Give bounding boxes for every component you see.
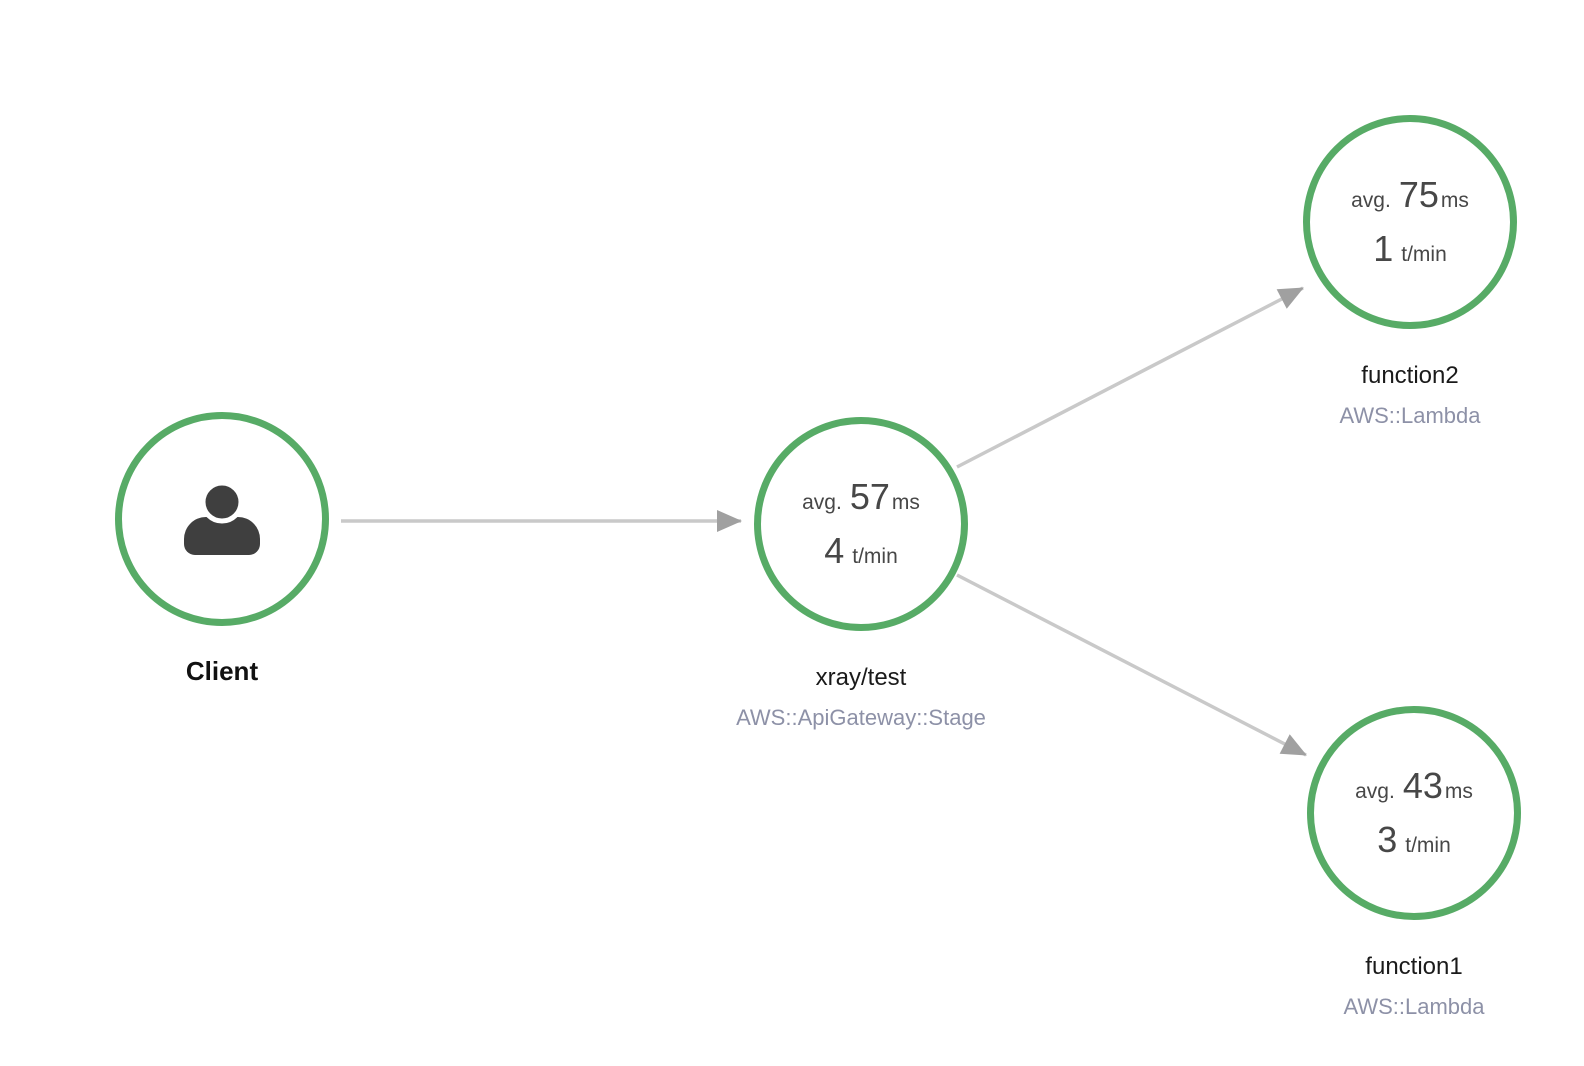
node-circle[interactable]: avg. 57 ms 4 t/min [754,417,968,631]
rate-unit: t/min [1405,834,1451,857]
avg-prefix: avg. [802,491,842,514]
avg-unit: ms [1440,189,1469,212]
rate-value: 1 [1373,228,1394,269]
node-type-label: AWS::Lambda [1343,994,1485,1019]
node-xray-test[interactable]: avg. 57 ms 4 t/min xray/test AWS::ApiGat… [691,417,1031,732]
person-icon [184,483,260,555]
rate-value: 4 [824,530,845,571]
avg-latency-stat: avg. 75 ms [1351,177,1469,213]
avg-prefix: avg. [1355,780,1395,803]
node-type-label: AWS::Lambda [1339,403,1481,428]
node-function1[interactable]: avg. 43 ms 3 t/min function1 AWS::Lambda [1244,706,1584,1021]
avg-unit: ms [1444,780,1473,803]
node-label: function1 [1365,953,1463,980]
avg-value: 75 [1398,174,1439,215]
trace-rate-stat: 1 t/min [1373,231,1447,267]
node-client[interactable]: Client [52,412,392,686]
trace-rate-stat: 3 t/min [1377,822,1451,858]
edge-xray-test-to-function1[interactable] [956,573,1307,757]
avg-latency-stat: avg. 57 ms [802,479,920,515]
avg-unit: ms [891,491,920,514]
avg-latency-stat: avg. 43 ms [1355,768,1473,804]
rate-value: 3 [1377,819,1398,860]
avg-value: 57 [849,476,890,517]
avg-prefix: avg. [1351,189,1391,212]
avg-value: 43 [1402,765,1443,806]
node-function2[interactable]: avg. 75 ms 1 t/min function2 AWS::Lambda [1240,115,1580,430]
trace-rate-stat: 4 t/min [824,533,898,569]
edge-xray-test-to-function2[interactable] [956,286,1304,469]
node-type-label: AWS::ApiGateway::Stage [736,705,986,730]
node-label: function2 [1361,362,1459,389]
node-label: xray/test [815,664,907,691]
node-circle[interactable]: avg. 75 ms 1 t/min [1303,115,1517,329]
rate-unit: t/min [1401,243,1447,266]
node-circle[interactable]: avg. 43 ms 3 t/min [1307,706,1521,920]
node-label: Client [185,656,259,686]
node-circle[interactable] [115,412,329,626]
rate-unit: t/min [852,545,898,568]
